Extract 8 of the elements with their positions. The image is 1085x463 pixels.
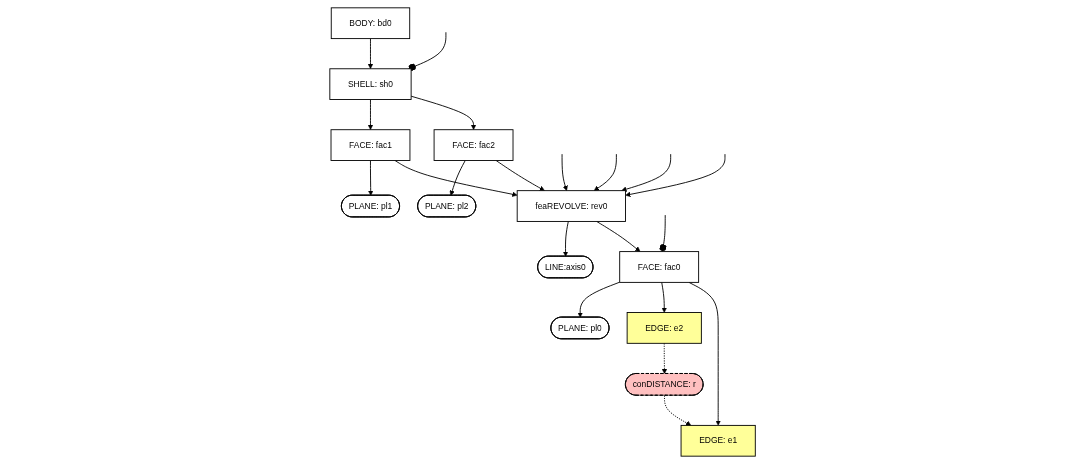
node-box: EDGE: e2 [626, 311, 702, 344]
node-box: FACE: fac0 [619, 250, 700, 283]
node-box: FACE: fac2 [433, 128, 514, 161]
node-box: EDGE: e1 [680, 424, 756, 457]
node-box: feaREVOLVE: rev0 [516, 189, 626, 222]
node-box: SHELL: sh0 [329, 67, 412, 100]
node-box: FACE: fac1 [330, 128, 411, 161]
node-box: BODY: bd0 [330, 6, 411, 39]
